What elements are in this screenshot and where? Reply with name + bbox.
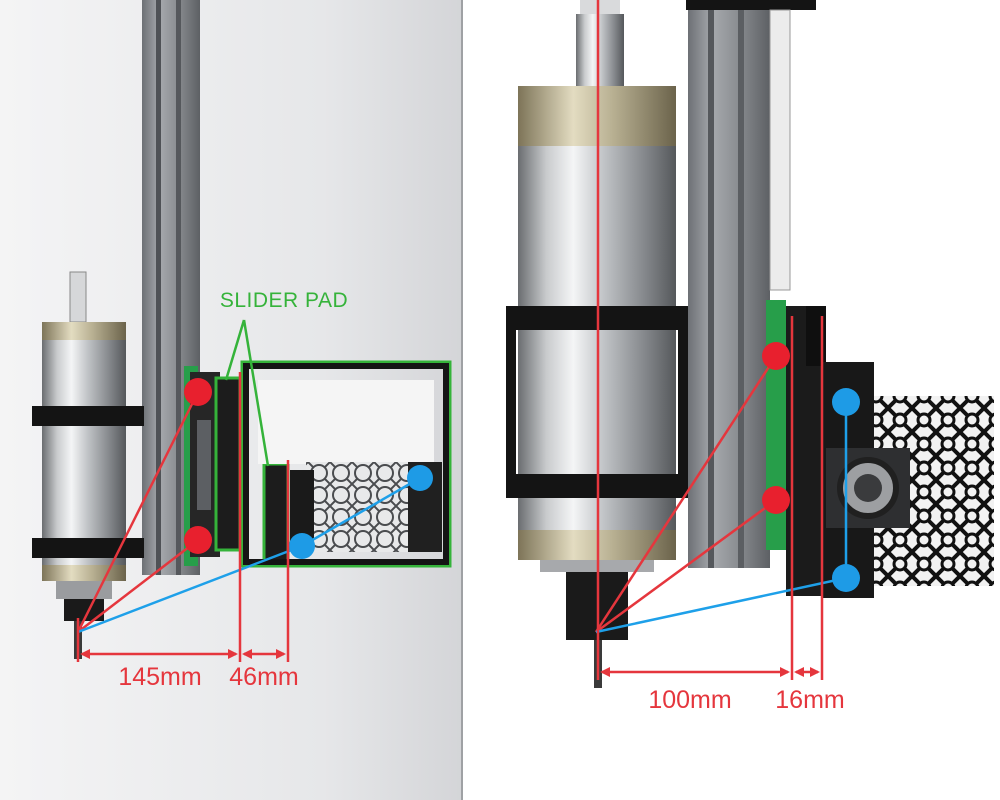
dimension-16mm: 16mm — [775, 667, 845, 714]
slider-pad-outer — [262, 462, 290, 566]
dimension-label-145mm: 145mm — [118, 663, 201, 691]
pivot-dot-red-lower — [184, 526, 212, 554]
force-line-red-lower — [77, 539, 199, 633]
spindle-clamp-upper — [32, 406, 144, 426]
left-panel-render: SLIDER PAD 145mm 46mm — [0, 0, 463, 800]
pivot-dot-blue-lower-right — [832, 564, 860, 592]
gantry-plate-outline — [240, 360, 452, 568]
slider-pad-inner — [214, 376, 242, 552]
z-axis-extrusion-right — [688, 0, 770, 568]
dimension-46mm: 46mm — [229, 649, 299, 691]
force-line-blue-lower — [77, 544, 303, 634]
pivot-dot-blue-lower — [289, 533, 315, 559]
pivot-dot-blue-upper — [407, 465, 433, 491]
collet-nut — [64, 599, 104, 621]
slider-pad-callout: SLIDER PAD — [220, 289, 348, 312]
force-line-blue-upper — [301, 476, 421, 548]
dimension-label-46mm: 46mm — [229, 663, 298, 691]
spindle-motor — [32, 271, 144, 659]
right-panel-render: 100mm 16mm — [464, 0, 1000, 800]
spindle-clamp-lower — [32, 538, 144, 558]
callout-leader-1 — [224, 319, 246, 381]
pivot-dot-red-upper-right — [762, 342, 790, 370]
dimension-100mm: 100mm — [600, 667, 790, 714]
force-line-blue-right — [595, 576, 847, 634]
force-line-red-upper-right — [594, 355, 778, 633]
pivot-dot-red-upper — [184, 378, 212, 406]
force-line-red-upper — [76, 391, 200, 633]
dimension-label-100mm: 100mm — [648, 686, 731, 714]
pivot-dot-red-lower-right — [762, 486, 790, 514]
dimension-label-16mm: 16mm — [775, 686, 844, 714]
force-line-red-lower-right — [595, 498, 777, 634]
callout-leader-2 — [242, 319, 270, 467]
lattice-extrusion — [306, 462, 426, 552]
dimension-145mm: 145mm — [80, 649, 238, 691]
pivot-dot-blue-upper-right — [832, 388, 860, 416]
